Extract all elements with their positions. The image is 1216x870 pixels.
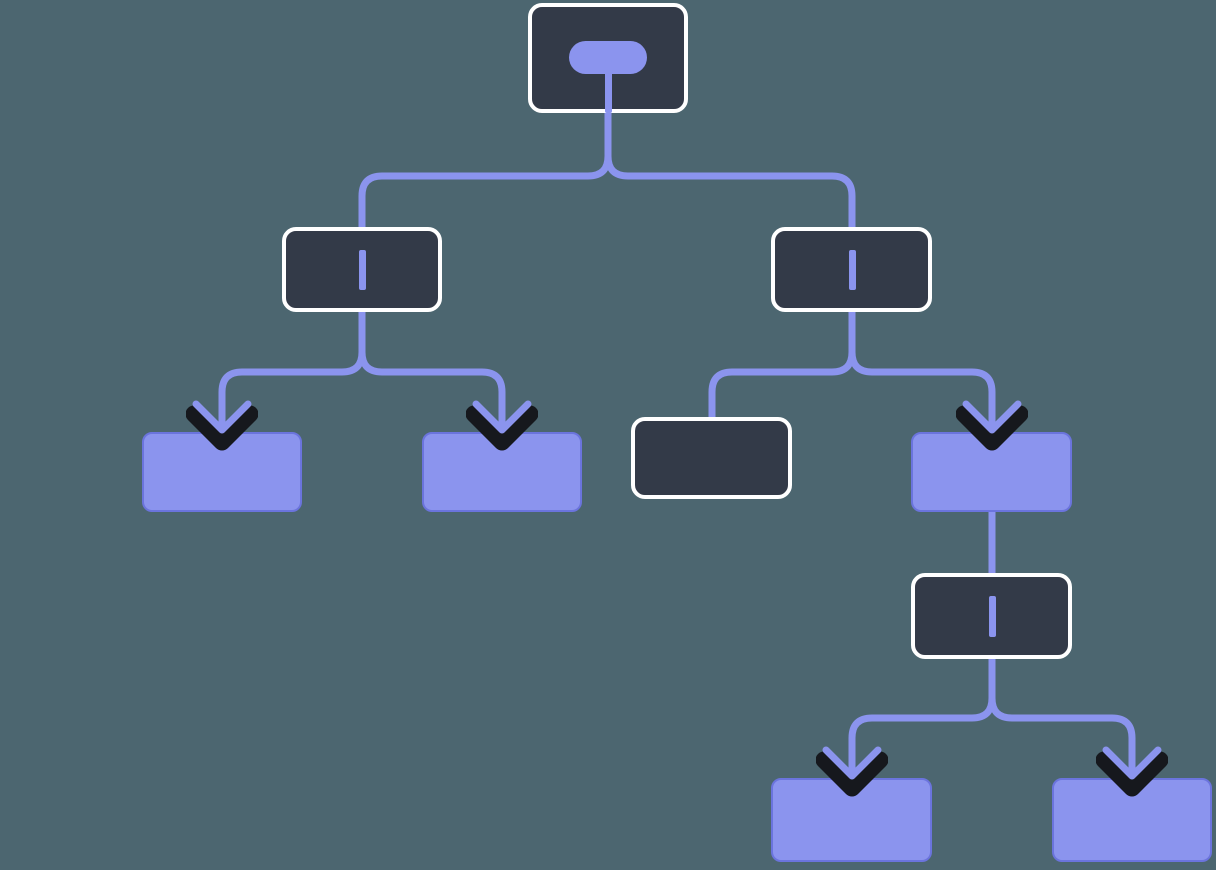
n2b-inner-bar [848,250,856,290]
node-n3b[interactable] [422,432,582,512]
node-n5b[interactable] [1052,778,1212,862]
node-n5a[interactable] [771,778,932,862]
edge-n2a-to-n3a [218,308,366,436]
node-n3d[interactable] [911,432,1072,512]
n4a-inner-bar [988,596,996,637]
root-pill-stem-inner [604,60,612,113]
edge-n4a-to-n5b [988,655,1136,782]
edge-root-to-n2b [604,152,856,231]
edge-n2b-to-n3c [708,308,856,421]
edge-n2a-to-n3b [358,308,506,436]
n2a-inner-bar [358,250,366,290]
node-n3a[interactable] [142,432,302,512]
edge-root-to-n2a [358,118,612,231]
edge-n2b-to-n3d [848,308,996,436]
edge-n4a-to-n5a [848,655,996,782]
node-n3c[interactable] [631,417,792,499]
